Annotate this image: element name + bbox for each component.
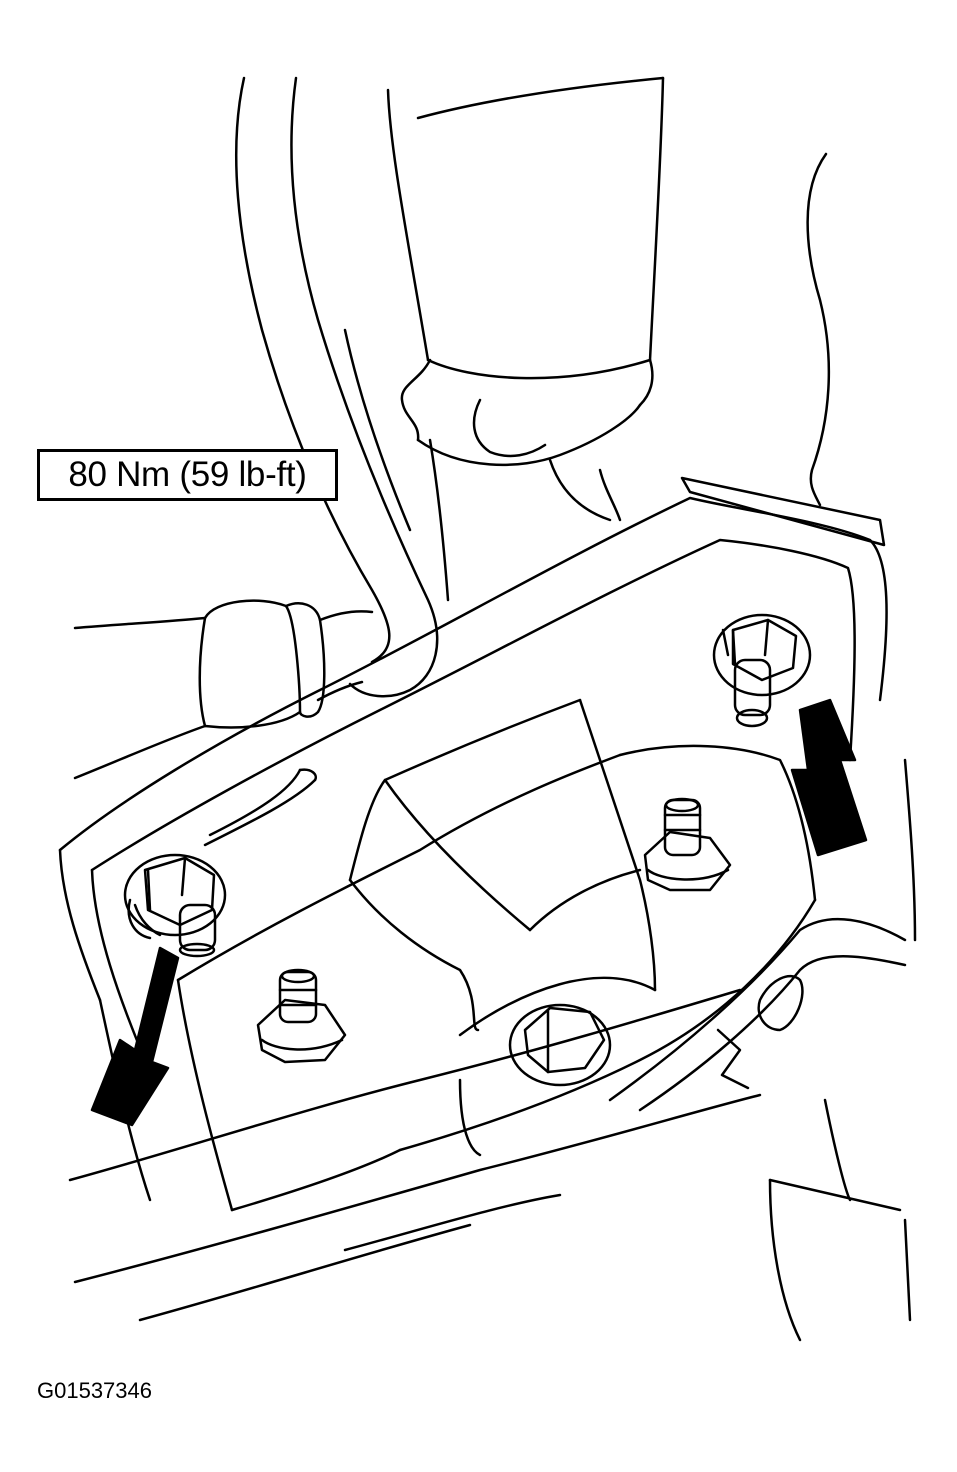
arrow-up-right-icon [92, 948, 178, 1125]
hose-lines [236, 78, 448, 696]
pipe-collar [75, 601, 372, 778]
mount-plate [178, 700, 815, 1210]
wavy-edge [808, 154, 829, 505]
damper-cylinder [388, 78, 663, 520]
frame-bracket [60, 478, 887, 1320]
stud-center-right [645, 799, 730, 890]
stud-lower-left [258, 970, 345, 1062]
nut-lower-center [510, 1005, 610, 1085]
stud-right-flagged [714, 615, 810, 726]
lower-cover [610, 760, 915, 1340]
torque-callout: 80 Nm (59 lb-ft) [37, 449, 338, 501]
arrow-up-icon [792, 700, 866, 855]
figure-id: G01537346 [37, 1378, 152, 1403]
stud-left-flagged [125, 855, 225, 956]
